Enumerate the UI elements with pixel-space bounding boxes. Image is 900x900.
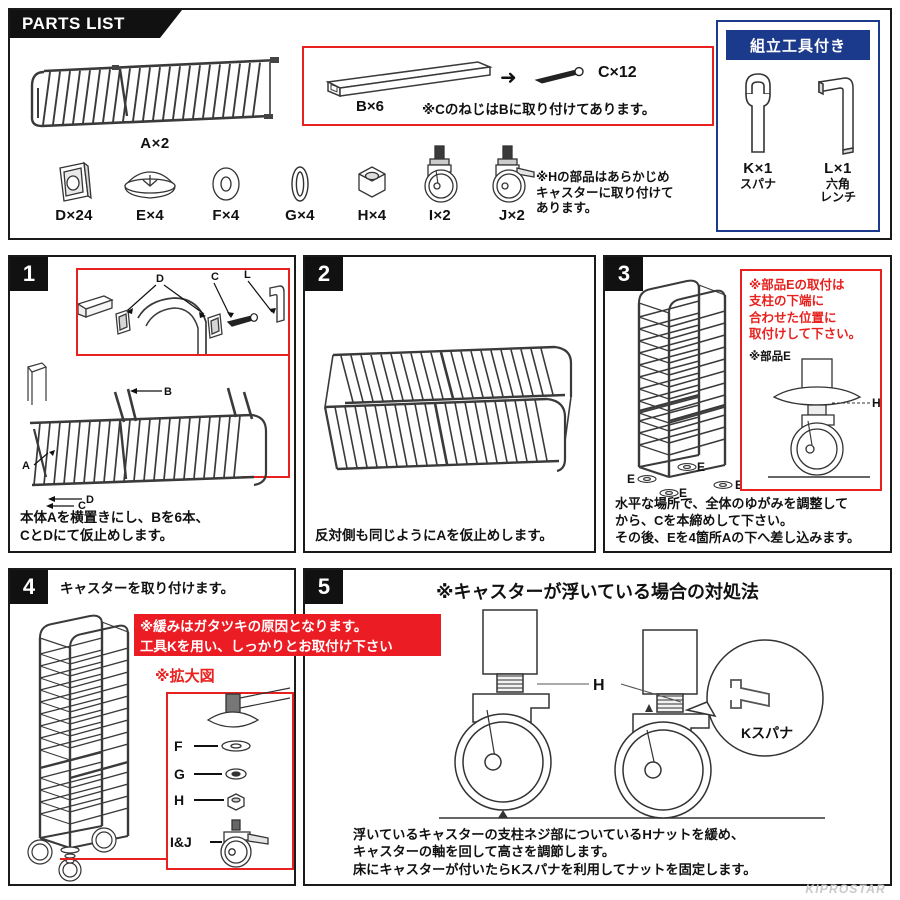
svg-text:E: E [697,460,705,474]
part-h: H×4 [332,158,412,224]
rack-shelf-icon [30,57,279,128]
part-h-label: H×4 [357,207,387,224]
tool-k: K×1 スパナ [724,68,792,204]
bc-parts-box: B×6 ➜ C×12 ※CのねじはBに取り付けてあります。 [302,46,714,126]
svg-text:E: E [679,486,687,500]
square-tube-icon [325,61,493,98]
step-3-warning-box: ※部品Eの取付は 支柱の下端に 合わせた位置に 取付けして下さい。 ※部品E H [740,269,882,491]
step-4-detail-illustration: F G H I&J [170,687,291,868]
part-b-label: B×6 [356,98,384,115]
included-tools-box: 組立工具付き K×1 スパナ [716,20,880,232]
tool-k-sub: スパナ [739,177,776,191]
step-2-number: 2 [305,257,343,291]
part-f: F×4 [186,158,266,224]
caster-brake-icon [472,145,552,204]
bracket-icon [34,158,114,204]
step-1-caption: 本体Aを横置きにし、Bを6本、 CとDにて仮止めします。 [20,510,210,544]
step-4-row-label-h: H [174,792,184,808]
step-1-illustration: B A DC [22,362,268,512]
tool-box-title: 組立工具付き [726,30,870,60]
step-4-row-label-f: F [174,738,183,754]
step-3-caption: 水平な場所で、全体のゆがみを調整して から、Cを本締めして下さい。 その後、Eを… [615,495,860,545]
step-4-heading: キャスターを取り付けます。 [60,581,235,596]
step-5-caption: 浮いているキャスターの支柱ネジ部についているHナットを緩め、 キャスターの軸を回… [353,826,757,877]
step-5-h-label: H [593,677,605,694]
tool-l-label: L×1 [824,160,852,177]
step-4-detail-box: F G H I&J [166,687,294,870]
hex-nut-icon [332,158,412,204]
part-e-label: E×4 [135,207,164,224]
dome-cap-icon [110,158,190,204]
part-f-label: F×4 [212,207,240,224]
step-3-caster-detail: H [768,358,881,478]
arrow-icon: ➜ [500,67,517,89]
c-screw-note: ※CのねじはBに取り付けてあります。 [422,102,656,117]
step-3-illustration: EE EE [627,279,743,500]
svg-text:L: L [244,269,251,281]
step-5-illustration: H Kスパナ [439,609,825,819]
step-5-title: ※キャスターが浮いている場合の対処法 [436,582,759,602]
step-4-warning-banner: ※緩みはガタツキの原因となります。 工具Kを用い、しっかりとお取付け下さい [134,614,441,656]
bolt-icon [534,66,584,84]
part-g-label: G×4 [285,207,315,224]
part-j-label: J×2 [498,207,526,224]
step-3-warning-text: ※部品Eの取付は 支柱の下端に 合わせた位置に 取付けして下さい。 [749,278,862,341]
step-4-row-label-ij: I&J [170,834,192,850]
step-4-callout-line [60,858,168,860]
part-j: J×2 [472,145,552,224]
svg-text:C: C [78,500,86,512]
part-d-label: D×24 [55,207,93,224]
parts-list-header: PARTS LIST [10,10,182,38]
step-4-number: 4 [10,570,48,604]
spring-washer-icon [260,158,340,204]
brand-logo: KIPROSTAR [805,882,886,896]
step-3-panel: 3 [603,255,892,553]
part-i: I×2 [400,145,480,224]
parts-list-panel: PARTS LIST [8,8,892,240]
svg-text:B: B [164,386,172,398]
step-2-illustration [323,345,573,473]
svg-text:D: D [156,273,164,285]
step-5-number: 5 [305,570,343,604]
step-4-zoom-label: ※拡大図 [155,668,215,685]
part-a-label: A×2 [140,135,170,152]
caster-icon [400,145,480,204]
step-2-caption: 反対側も同じようにAを仮止めします。 [315,528,553,544]
svg-text:E: E [627,472,635,486]
step-2-panel: 2 [303,255,596,553]
step-3-h-label: H [872,396,881,410]
part-a-illustration: A×2 [24,44,286,152]
step-3-number: 3 [605,257,643,291]
svg-text:A: A [22,460,30,472]
svg-text:D: D [86,494,94,506]
step-5-wrench-callout-label: Kスパナ [741,725,793,741]
flat-washer-icon [186,158,266,204]
svg-text:C: C [211,271,219,283]
part-g: G×4 [260,158,340,224]
step-1-panel: 1 [8,255,296,553]
part-e: E×4 [110,158,190,224]
step-4-row-label-g: G [174,766,185,782]
tool-k-label: K×1 [743,160,773,177]
part-c-label: C×12 [598,64,637,81]
step-4-illustration [27,614,130,882]
svg-text:E: E [735,478,743,492]
step-1-callout-line [288,356,290,478]
h-part-note: ※Hの部品はあらかじめ キャスターに取り付けて あります。 [536,170,674,216]
tool-l: L×1 六角 レンチ [804,68,872,204]
part-i-label: I×2 [428,207,452,224]
tool-l-sub: 六角 レンチ [819,177,856,205]
wrench-icon [724,68,792,160]
part-d: D×24 [34,158,114,224]
step-1-number: 1 [10,257,48,291]
hex-key-icon [804,68,872,160]
step-3-detail-caption: ※部品E [749,351,791,363]
